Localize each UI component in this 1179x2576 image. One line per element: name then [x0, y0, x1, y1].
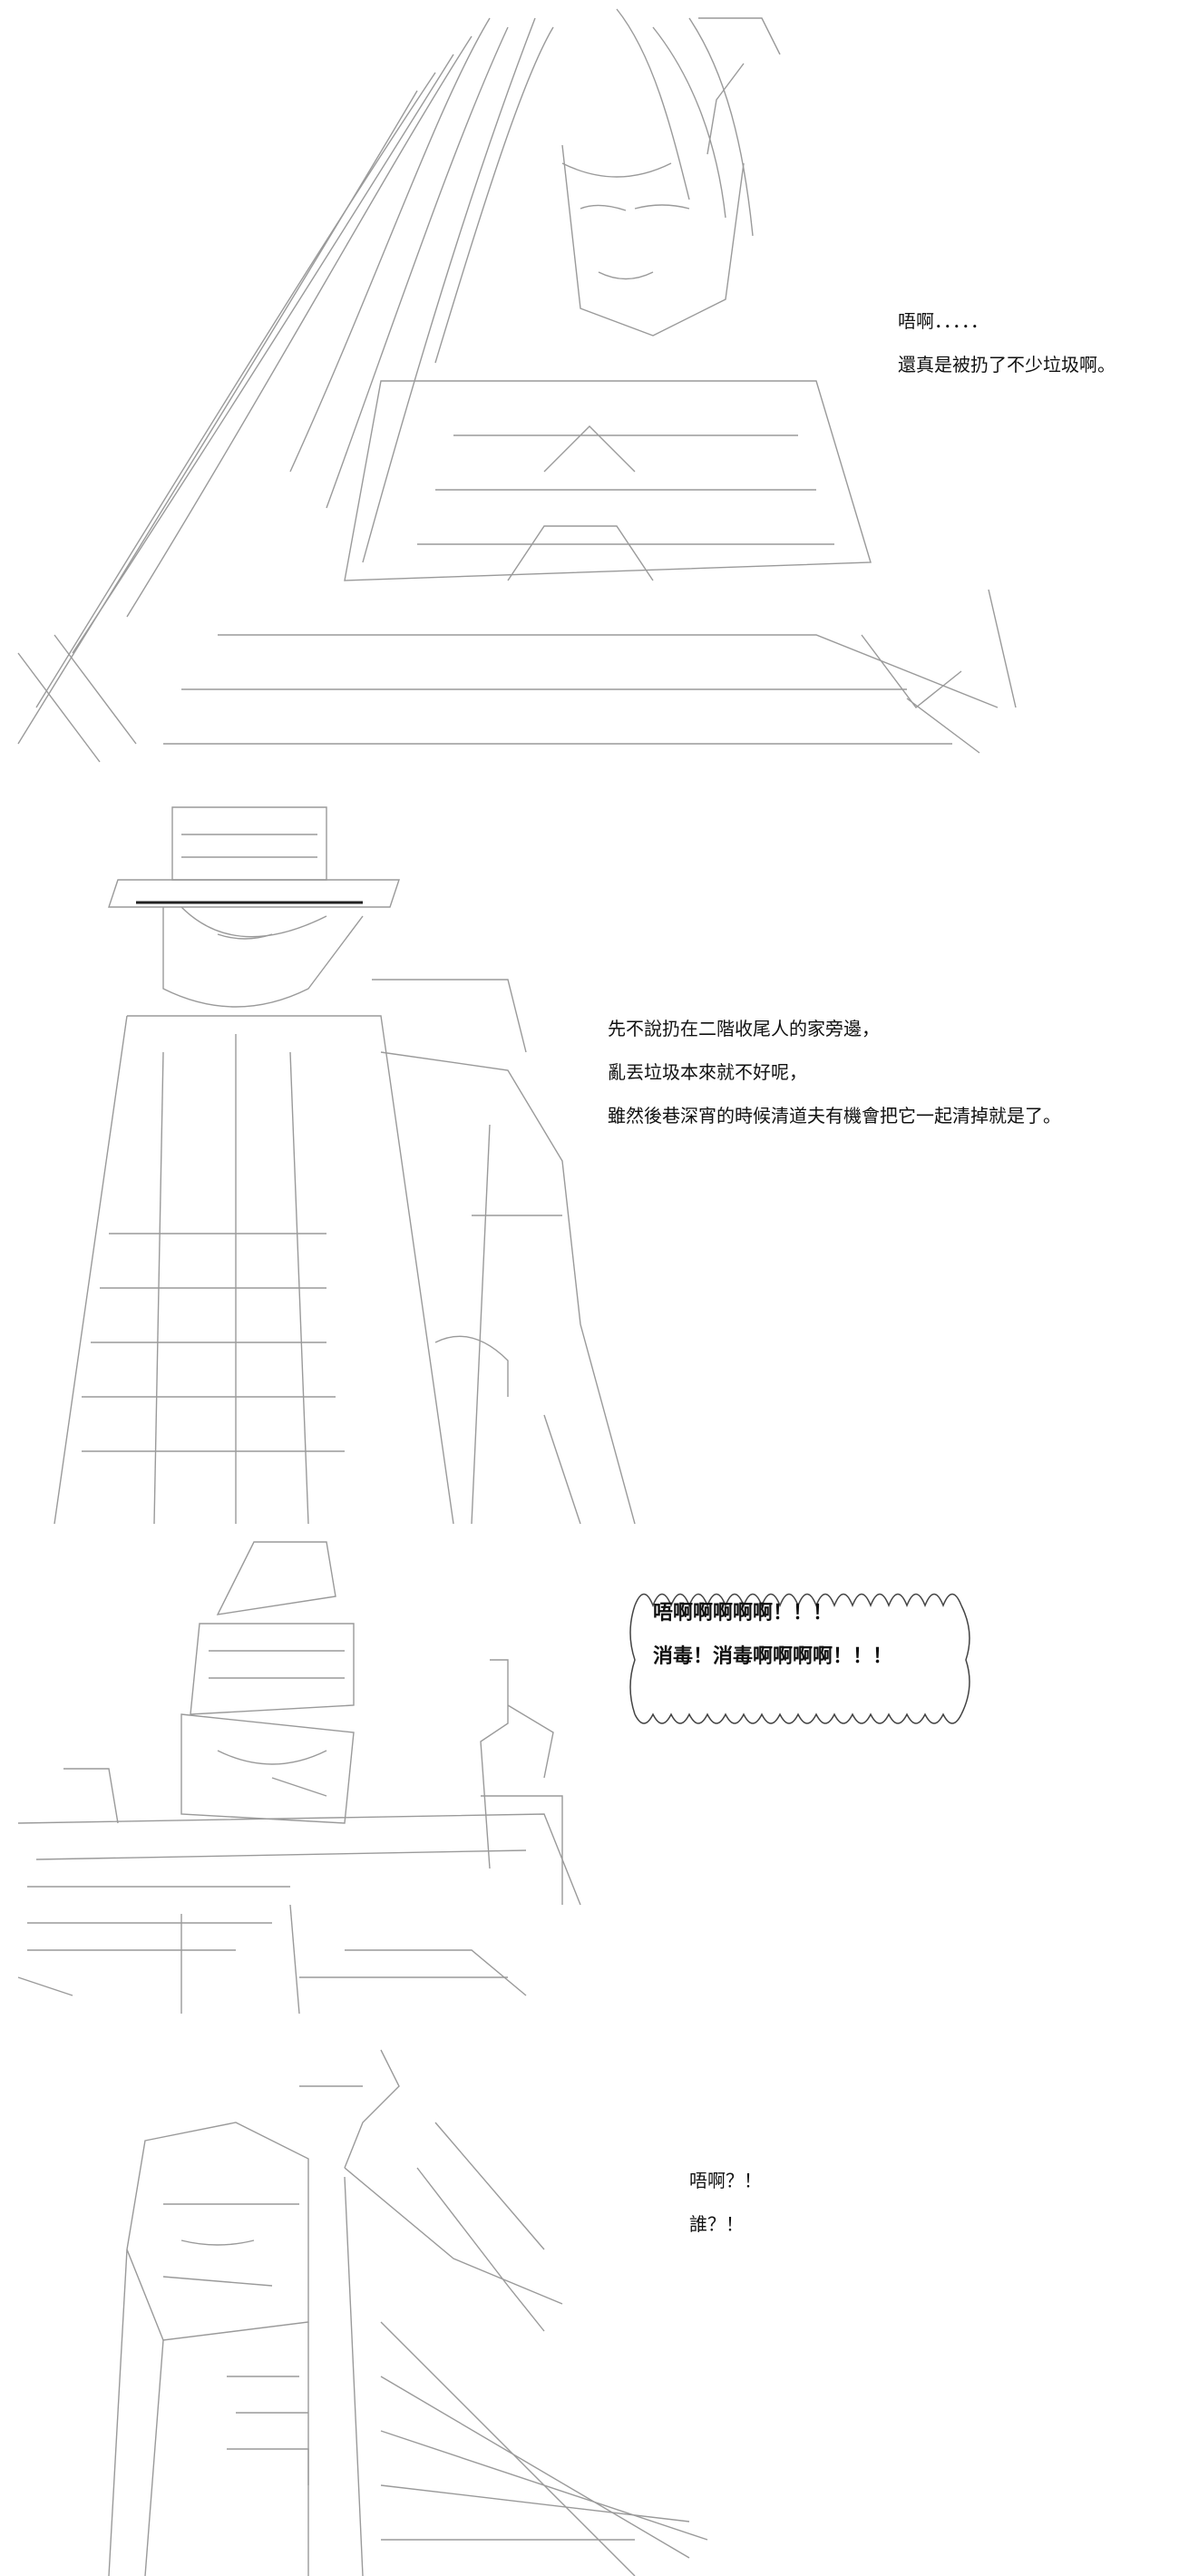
dialogue-line: 唔啊啊啊啊啊！！！ — [653, 1602, 833, 1625]
panel-1: 唔啊．．．．． 還真是被扔了不少垃圾啊。 — [0, 0, 1179, 780]
panel-1-dialogue: 唔啊．．．．． 還真是被扔了不少垃圾啊。 — [898, 299, 1116, 386]
dialogue-line: 唔啊．．．．． — [898, 310, 989, 332]
panel-4-dialogue: 唔啊？！ 誰？！ — [689, 2159, 762, 2246]
dialogue-line: 誰？！ — [689, 2213, 744, 2235]
panel-2-dialogue: 先不說扔在二階收尾人的家旁邊， 亂丟垃圾本來就不好呢， 雖然後巷深宵的時候清道夫… — [608, 1007, 1061, 1137]
panel-2: 先不說扔在二階收尾人的家旁邊， 亂丟垃圾本來就不好呢， 雖然後巷深宵的時候清道夫… — [0, 780, 1179, 1524]
dialogue-line: 先不說扔在二階收尾人的家旁邊， — [608, 1018, 880, 1039]
dialogue-line: 亂丟垃圾本來就不好呢， — [608, 1061, 807, 1083]
dialogue-line: 雖然後巷深宵的時候清道夫有機會把它一起清掉就是了。 — [608, 1105, 1061, 1127]
panel-3-dialogue: 唔啊啊啊啊啊！！！ 消毒！消毒啊啊啊啊！！！ — [653, 1592, 892, 1679]
dialogue-line: 唔啊？！ — [689, 2170, 762, 2191]
panel-1-ascii-art — [17, 8, 1017, 763]
panel-3: 唔啊啊啊啊啊！！！ 消毒！消毒啊啊啊啊！！！ — [0, 1524, 1179, 2032]
shout-bubble — [629, 1593, 970, 1724]
dialogue-line: 還真是被扔了不少垃圾啊。 — [898, 354, 1116, 376]
panel-2-ascii-art — [54, 806, 636, 1524]
panel-3-ascii-art — [17, 1541, 581, 2015]
dialogue-line: 消毒！消毒啊啊啊啊！！！ — [653, 1645, 893, 1668]
panel-4: 唔啊？！ 誰？！ — [0, 2032, 1179, 2576]
panel-4-ascii-art — [108, 2049, 708, 2576]
